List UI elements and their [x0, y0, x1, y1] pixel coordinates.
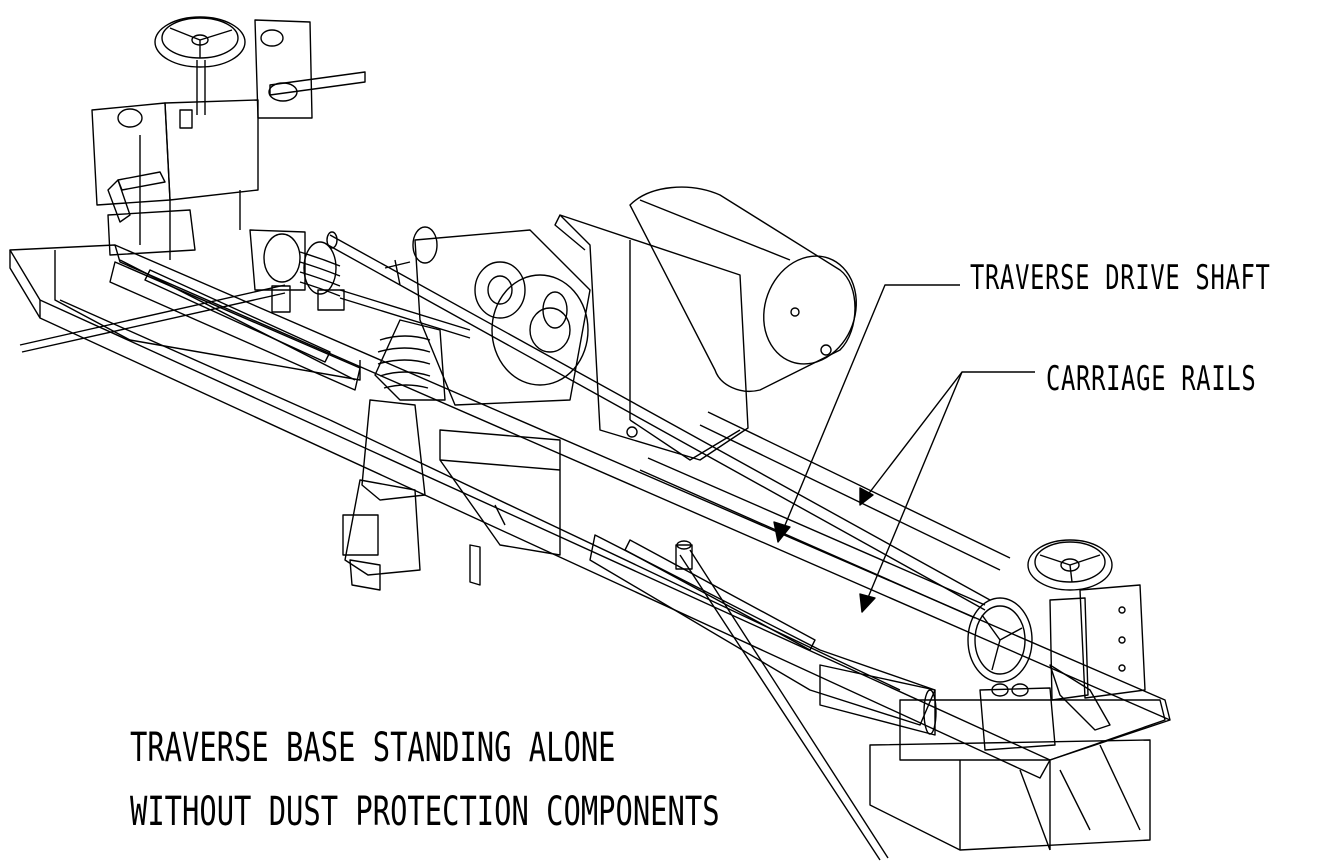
- traverse-drive-shaft: [326, 231, 991, 611]
- left-slotted-rail: [19, 261, 361, 391]
- label-traverse-drive-shaft: TRAVERSE DRIVE SHAFT: [970, 258, 1271, 298]
- leader-traverse-drive-shaft: [777, 284, 960, 543]
- leader-carriage-rails-2: [861, 371, 963, 613]
- right-end-assembly: [967, 539, 1146, 751]
- center-carriage: [384, 226, 591, 406]
- carriage-rails: [639, 411, 1011, 619]
- leader-lines: [773, 284, 1035, 613]
- motor-mount: [554, 214, 749, 461]
- caption-line-2: WITHOUT DUST PROTECTION COMPONENTS: [130, 789, 720, 835]
- drive-motor: [629, 186, 857, 392]
- drawing-caption: TRAVERSE BASE STANDING ALONE WITHOUT DUS…: [130, 716, 949, 844]
- left-bearing-assembly: [249, 229, 471, 339]
- caption-line-1: TRAVERSE BASE STANDING ALONE: [130, 725, 616, 771]
- label-carriage-rails: CARRIAGE RAILS: [1046, 359, 1257, 399]
- lower-bracket: [439, 429, 561, 586]
- base-bed: [9, 244, 1171, 779]
- left-upper-assembly: [91, 16, 366, 260]
- torch-bellows: [342, 319, 446, 591]
- leader-carriage-rails: [859, 371, 1035, 506]
- right-stand: [869, 699, 1166, 851]
- right-slotted-channel: [589, 534, 937, 861]
